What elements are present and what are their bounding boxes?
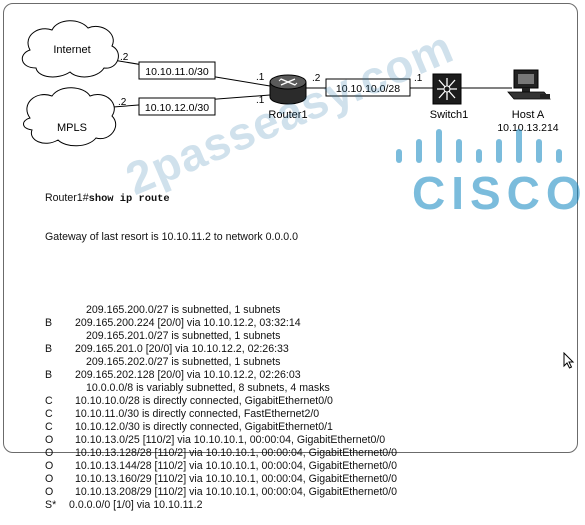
cisco-bars-logo — [396, 129, 562, 163]
route-code: B — [45, 343, 53, 355]
addr-router1-to-internet: .1 — [256, 72, 265, 83]
route-line: S* 0.0.0.0/0 [1/0] via 10.10.11.2 — [45, 499, 397, 512]
route-text: 10.10.12.0/30 is directly connected, Gig… — [75, 421, 333, 433]
subnet-box-mpls — [138, 97, 216, 116]
route-text: 10.10.13.128/28 [110/2] via 10.10.10.1, … — [75, 447, 397, 459]
route-code: S* — [45, 499, 57, 511]
route-line: B 209.165.201.0 [20/0] via 10.10.12.2, 02… — [45, 343, 397, 356]
route-code: C — [45, 421, 53, 433]
cli-blank — [45, 270, 397, 278]
route-text: 10.10.13.160/29 [110/2] via 10.10.10.1, … — [75, 473, 397, 485]
internet-cloud-icon — [21, 20, 119, 78]
route-line: C 10.10.10.0/28 is directly connected, Gi… — [45, 395, 397, 408]
route-line: 10.0.0.0/8 is variably subnetted, 8 subn… — [45, 382, 397, 395]
route-text: 10.10.13.208/29 [110/2] via 10.10.10.1, … — [75, 486, 397, 498]
route-text: 209.165.201.0/27 is subnetted, 1 subnets — [86, 330, 281, 342]
route-code: O — [45, 434, 54, 446]
switch1-label: Switch1 — [430, 109, 469, 121]
route-line: C 10.10.11.0/30 is directly connected, Fa… — [45, 408, 397, 421]
route-code: O — [45, 447, 54, 459]
subnet-label-internet: 10.10.11.0/30 — [145, 66, 209, 78]
route-line: O 10.10.13.160/29 [110/2] via 10.10.10.1,… — [45, 473, 397, 486]
network-topology: Internet MPLS 10.10.11.0/30 10.10.12.0/3… — [21, 20, 559, 147]
route-code: C — [45, 408, 53, 420]
switch-icon — [432, 73, 462, 105]
hosta-label: Host A — [512, 109, 545, 121]
cisco-wordmark: CISCO — [412, 167, 585, 219]
mpls-cloud-icon — [23, 87, 117, 147]
cli-gateway-line: Gateway of last resort is 10.10.11.2 to … — [45, 231, 299, 243]
route-text: 209.165.200.0/27 is subnetted, 1 subnets — [86, 304, 281, 316]
host-pc-icon — [507, 69, 551, 100]
route-line: 209.165.201.0/27 is subnetted, 1 subnets — [45, 330, 397, 343]
route-text: 209.165.202.128 [20/0] via 10.10.12.2, 0… — [75, 369, 301, 381]
route-text: 10.10.13.144/28 [110/2] via 10.10.10.1, … — [75, 460, 397, 472]
route-code: O — [45, 486, 54, 498]
addr-switch-side: .1 — [414, 73, 423, 84]
image-frame — [3, 3, 578, 453]
route-line: 209.165.202.0/27 is subnetted, 1 subnets — [45, 356, 397, 369]
route-text: 10.10.11.0/30 is directly connected, Fas… — [75, 408, 320, 420]
route-line: B 209.165.202.128 [20/0] via 10.10.12.2, … — [45, 369, 397, 382]
route-line: C 10.10.12.0/30 is directly connected, Gi… — [45, 421, 397, 434]
router-icon — [269, 74, 307, 105]
router1-label: Router1 — [268, 109, 307, 121]
cli-command: show ip route — [88, 193, 170, 205]
addr-internet-side: .2 — [120, 52, 129, 63]
route-text: 0.0.0.0/0 [1/0] via 10.10.11.2 — [69, 499, 203, 511]
route-table: 209.165.200.0/27 is subnetted, 1 subnets… — [45, 304, 397, 512]
subnet-label-lan: 10.10.10.0/28 — [336, 83, 400, 95]
route-code: O — [45, 473, 54, 485]
route-code: C — [45, 395, 53, 407]
hosta-ip: 10.10.13.214 — [497, 122, 558, 134]
route-line: O 10.10.13.144/28 [110/2] via 10.10.10.1,… — [45, 460, 397, 473]
cli-command-line: Router1#show ip route — [45, 192, 397, 205]
mpls-label: MPLS — [57, 122, 87, 134]
addr-router1-to-switch: .2 — [312, 73, 321, 84]
route-text: 10.0.0.0/8 is variably subnetted, 8 subn… — [86, 382, 330, 394]
addr-router1-to-mpls: .1 — [256, 95, 265, 106]
subnet-box-lan — [325, 78, 411, 97]
route-text: 10.10.13.0/25 [110/2] via 10.10.10.1, 00… — [75, 434, 386, 446]
route-code: O — [45, 460, 54, 472]
route-line: O 10.10.13.0/25 [110/2] via 10.10.10.1, 0… — [45, 434, 397, 447]
route-text: 209.165.200.224 [20/0] via 10.10.12.2, 0… — [75, 317, 301, 329]
route-code: B — [45, 369, 53, 381]
cli-output: Router1#show ip route Gateway of last re… — [45, 166, 397, 525]
route-line: O 10.10.13.208/29 [110/2] via 10.10.10.1,… — [45, 486, 397, 499]
subnet-label-mpls: 10.10.12.0/30 — [145, 102, 209, 114]
subnet-box-internet — [138, 61, 216, 80]
route-line: O 10.10.13.128/28 [110/2] via 10.10.10.1,… — [45, 447, 397, 460]
cli-prompt: Router1# — [45, 192, 89, 204]
internet-label: Internet — [53, 44, 90, 56]
route-text: 10.10.10.0/28 is directly connected, Gig… — [75, 395, 333, 407]
route-line: B 209.165.200.224 [20/0] via 10.10.12.2, … — [45, 317, 397, 330]
mouse-cursor-icon — [563, 352, 575, 369]
route-code: B — [45, 317, 53, 329]
route-line: 209.165.200.0/27 is subnetted, 1 subnets — [45, 304, 397, 317]
route-text: 209.165.201.0 [20/0] via 10.10.12.2, 02:… — [75, 343, 289, 355]
route-text: 209.165.202.0/27 is subnetted, 1 subnets — [86, 356, 281, 368]
addr-mpls-side: .2 — [118, 97, 127, 108]
